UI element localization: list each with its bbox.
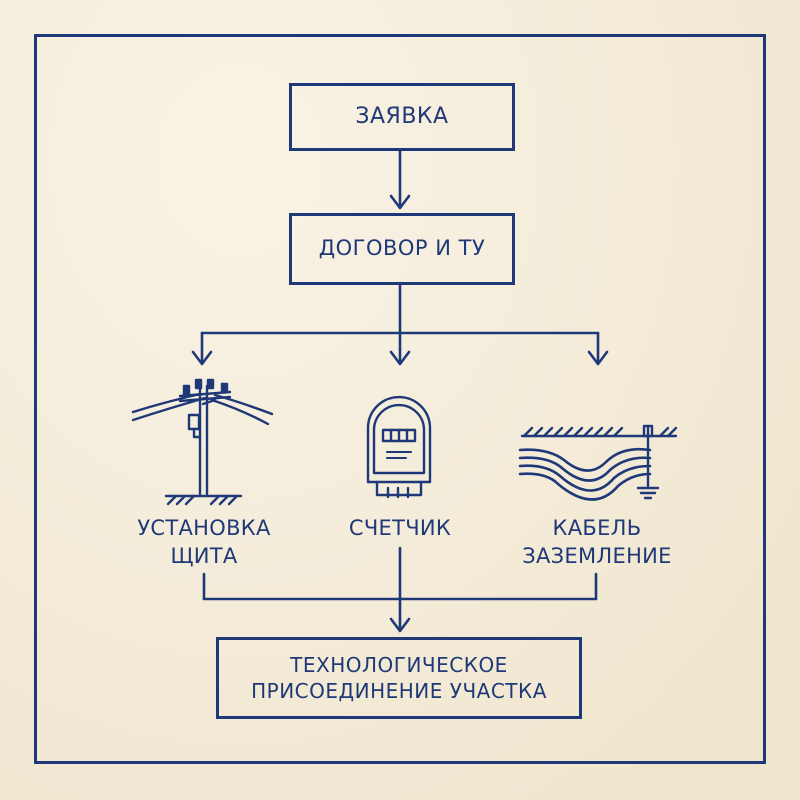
node-final-label-line-2: ПРИСОЕДИНЕНИЕ УЧАСТКА — [251, 679, 547, 703]
power-pole-icon — [131, 378, 274, 506]
node-meter-label: СЧЕТЧИК — [330, 514, 470, 542]
arrowhead-panel — [191, 350, 213, 366]
node-panel-label: УСТАНОВКА ЩИТА — [114, 514, 294, 571]
node-cable-label: КАБЕЛЬ ЗАЗЕМЛЕНИЕ — [502, 514, 692, 571]
node-application: ЗАЯВКА — [289, 83, 515, 151]
node-application-label: ЗАЯВКА — [355, 103, 449, 129]
node-panel-label-line-2: ЩИТА — [170, 544, 238, 569]
node-final: ТЕХНОЛОГИЧЕСКОЕ ПРИСОЕДИНЕНИЕ УЧАСТКА — [216, 637, 582, 719]
node-contract: ДОГОВОР И ТУ — [289, 213, 515, 285]
arrowhead-cable — [587, 350, 609, 366]
diagram-frame — [34, 34, 766, 764]
node-panel-label-line-1: УСТАНОВКА — [137, 516, 271, 540]
node-cable-label-line-2: ЗАЗЕМЛЕНИЕ — [522, 544, 672, 569]
arrowhead-meter — [389, 350, 411, 366]
arrowhead-final — [389, 617, 411, 633]
node-meter-label-line-1: СЧЕТЧИК — [348, 516, 452, 540]
node-final-label: ТЕХНОЛОГИЧЕСКОЕ ПРИСОЕДИНЕНИЕ УЧАСТКА — [251, 652, 547, 704]
node-contract-label: ДОГОВОР И ТУ — [318, 236, 486, 261]
node-cable-label-line-1: КАБЕЛЬ — [552, 516, 642, 540]
node-final-label-line-1: ТЕХНОЛОГИЧЕСКОЕ — [290, 653, 508, 677]
underground-cable-ground-icon — [518, 424, 678, 501]
arrowhead-contract — [389, 194, 411, 210]
electric-meter-icon — [366, 395, 432, 499]
